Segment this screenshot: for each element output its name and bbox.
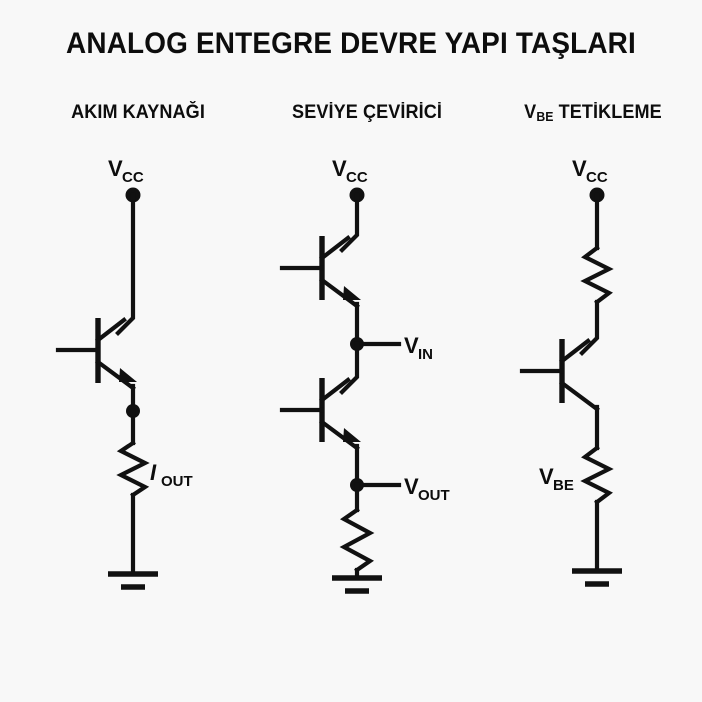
column-title-current-source: AKIM KAYNAĞI: [71, 102, 205, 123]
resistor-2: [339, 507, 375, 573]
transistor-collector-lead-2a: [319, 235, 351, 261]
resistor-3-lower: [580, 445, 614, 505]
vbe-label: V: [539, 464, 554, 489]
column-title-vbe-main: V: [524, 102, 537, 123]
iout-label: I: [150, 460, 157, 485]
vcc-label-sub-1: CC: [122, 169, 144, 186]
collector-wire-2a: [339, 192, 360, 253]
circuit-vbe-trigger: V CC V BE: [519, 156, 622, 587]
transistor-emitter-arrow-1: [119, 368, 137, 382]
page-title: ANALOG ENTEGRE DEVRE YAPI TAŞLARI: [66, 27, 636, 60]
circuit-level-shifter: V CC V IN: [279, 156, 450, 594]
transistor-emitter-lead-3: [559, 380, 600, 412]
vcc-label-2: V: [332, 156, 347, 181]
iout-label-sub: OUT: [161, 473, 193, 490]
transistor-emitter-lead-2a: [319, 277, 360, 309]
collector-wire-2b: [339, 341, 360, 395]
vin-label: V: [404, 333, 419, 358]
transistor-emitter-arrow-2a: [343, 286, 361, 300]
vcc-label-1: V: [108, 156, 123, 181]
vout-label: V: [404, 474, 419, 499]
vbe-label-sub: BE: [553, 477, 574, 494]
transistor-emitter-arrow-2b: [343, 428, 361, 442]
column-title-vbe-tail: TETİKLEME: [553, 102, 662, 123]
column-title-level-shifter: SEVİYE ÇEVİRİCİ: [292, 102, 442, 123]
transistor-emitter-lead-1: [95, 359, 136, 391]
column-title-vbe-sub: BE: [536, 108, 554, 124]
vcc-label-sub-3: CC: [586, 169, 608, 186]
collector-wire-1: [115, 192, 136, 336]
transistor-collector-lead-3: [559, 338, 591, 364]
resistor-1: [116, 440, 150, 498]
resistor-3-upper: [580, 245, 614, 305]
collector-wire-3: [579, 299, 600, 356]
transistor-collector-lead-1: [95, 317, 127, 343]
vcc-label-3: V: [572, 156, 587, 181]
vin-label-sub: IN: [418, 346, 433, 363]
column-title-vbe-trigger: VBE TETİKLEME: [474, 102, 702, 124]
vcc-label-sub-2: CC: [346, 169, 368, 186]
transistor-collector-lead-2b: [319, 377, 351, 403]
transistor-emitter-lead-2b: [319, 419, 360, 451]
vout-label-sub: OUT: [418, 487, 450, 504]
circuit-current-source: V CC: [55, 156, 193, 590]
